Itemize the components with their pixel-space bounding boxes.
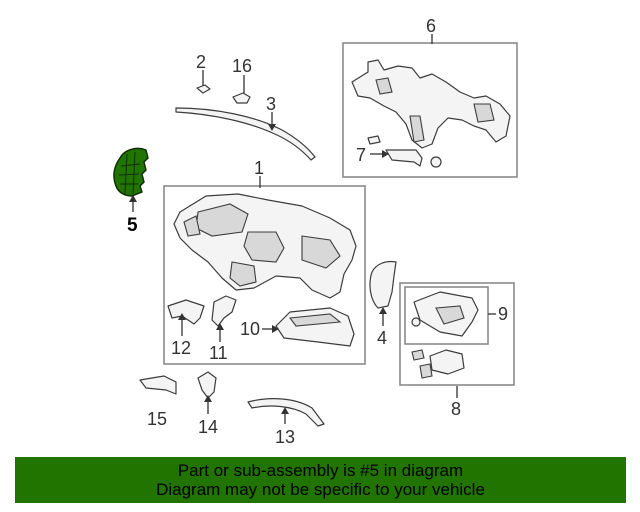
parts-diagram: 2 16 3 6 7 1 5 4 9 8 10 12 11 15 14 13 — [113, 16, 518, 447]
group-box-1 — [163, 185, 366, 365]
banner-line-2: Diagram may not be specific to your vehi… — [156, 480, 485, 499]
part-9-airbag-lid[interactable] — [411, 291, 496, 337]
callout-15: 15 — [147, 409, 167, 429]
banner-line-1: Part or sub-assembly is #5 in diagram — [177, 461, 464, 480]
callout-10: 10 — [240, 319, 260, 339]
callout-7: 7 — [356, 145, 366, 165]
callout-6: 6 — [426, 16, 436, 36]
callout-12: 12 — [171, 338, 191, 358]
part-15-trim[interactable] — [139, 375, 177, 395]
part-7-bracket[interactable] — [367, 135, 442, 168]
callout-3: 3 — [266, 94, 276, 114]
callout-14: 14 — [198, 417, 218, 437]
callout-8: 8 — [451, 399, 461, 419]
callout-1: 1 — [254, 158, 264, 178]
part-14-bracket[interactable] — [197, 371, 217, 414]
part-3-molding[interactable] — [175, 107, 316, 161]
callout-16: 16 — [232, 56, 252, 76]
group-box-9 — [404, 286, 489, 345]
info-banner: Part or sub-assembly is #5 in diagram Di… — [15, 457, 626, 503]
callout-2: 2 — [196, 52, 206, 72]
callout-11: 11 — [209, 343, 228, 363]
group-box-6 — [342, 42, 518, 178]
part-10-glove-box[interactable] — [262, 307, 355, 347]
part-13-trim-strip[interactable] — [247, 398, 325, 427]
part-16-clip[interactable] — [232, 75, 251, 104]
group-box-8 — [399, 282, 515, 386]
part-8-airbag-module[interactable] — [411, 349, 465, 398]
part-6-frame[interactable] — [351, 34, 511, 149]
part-11-bracket[interactable] — [211, 295, 237, 342]
callout-9: 9 — [498, 304, 508, 324]
callout-13: 13 — [275, 427, 295, 447]
part-4-side-cover[interactable] — [369, 260, 397, 326]
part-1-instrument-panel[interactable] — [173, 176, 357, 299]
part-12-lower-cover[interactable] — [167, 299, 205, 336]
callout-5: 5 — [127, 215, 138, 236]
part-5-grille[interactable] — [113, 147, 149, 212]
part-2-clip[interactable] — [196, 70, 211, 94]
callout-4: 4 — [377, 328, 387, 348]
